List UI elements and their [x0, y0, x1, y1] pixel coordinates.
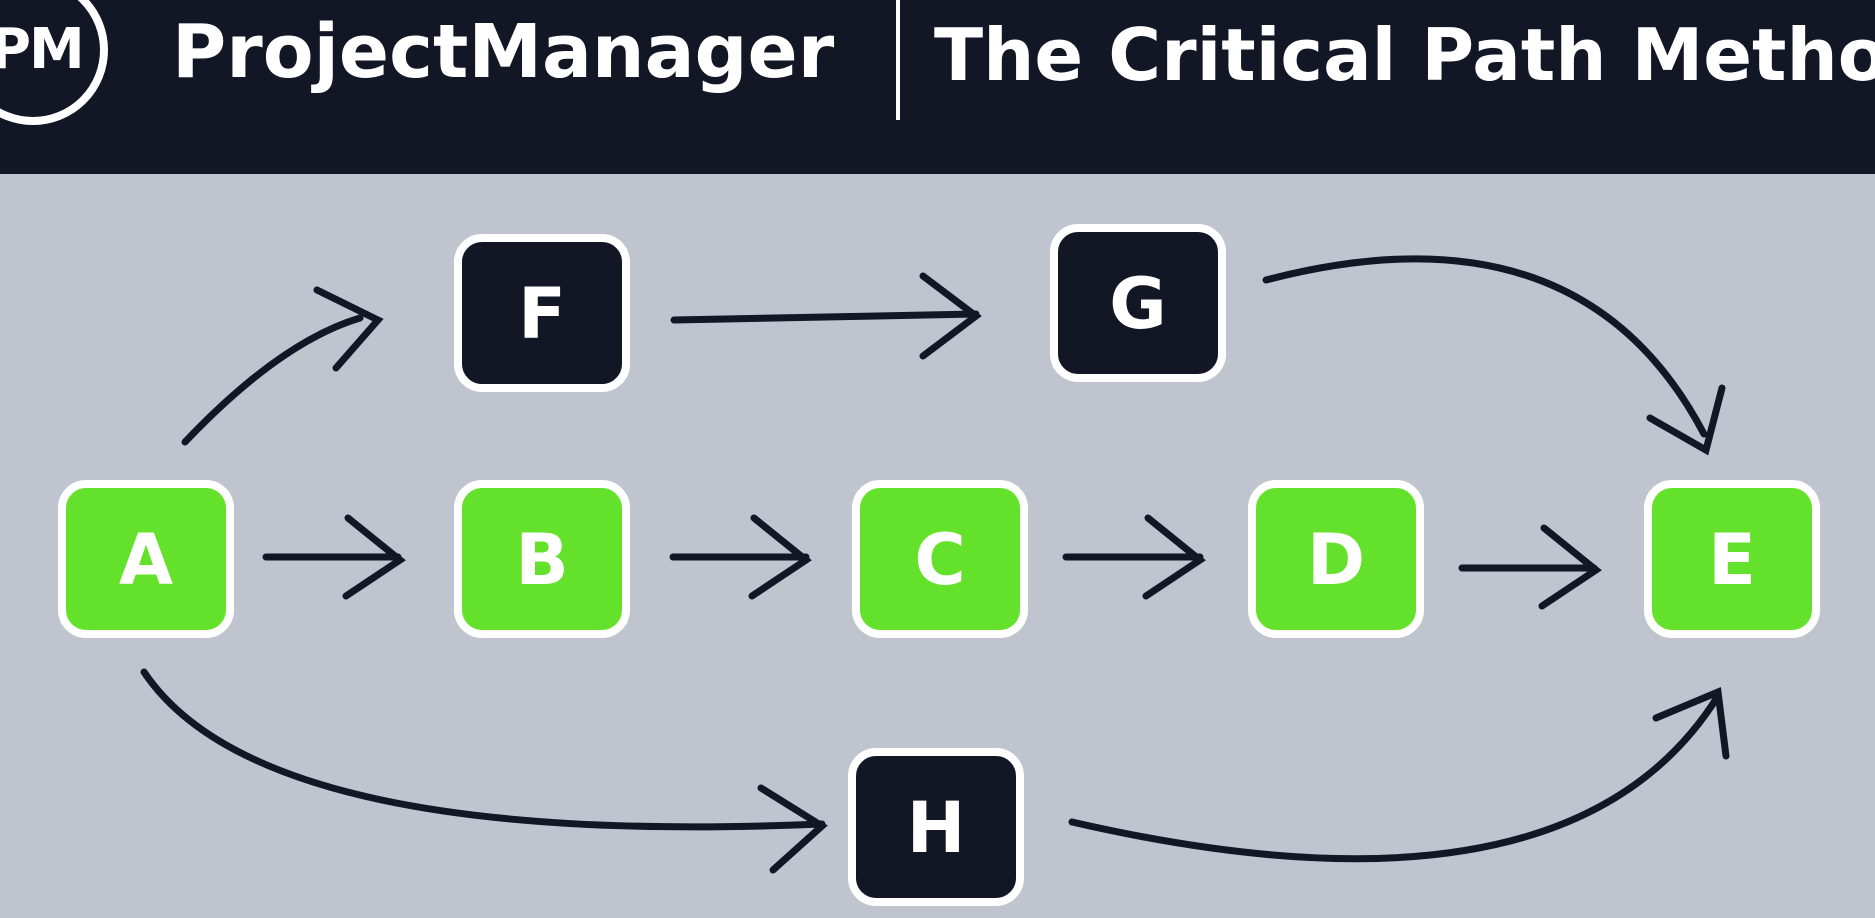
node-g: G	[1050, 224, 1226, 382]
node-c: C	[852, 480, 1028, 638]
edge-h-to-e	[1068, 692, 1722, 863]
node-b-label: B	[515, 519, 568, 601]
node-f: F	[454, 234, 630, 392]
edge-g-to-e	[1262, 255, 1708, 438]
node-c-box	[852, 480, 1028, 638]
node-e-label: E	[1708, 519, 1756, 601]
edge-a-to-h-arrowhead	[757, 784, 828, 874]
nodes-layer: A B C D E F G H	[58, 224, 1820, 906]
logo-ring	[0, 0, 108, 125]
node-d-label: D	[1307, 519, 1365, 601]
edge-d-to-e-arrowhead	[1538, 524, 1602, 610]
node-f-box	[454, 234, 630, 392]
edges-layer	[140, 255, 1730, 874]
edge-a-to-f	[181, 314, 364, 446]
edge-g-to-e-arrowhead	[1646, 384, 1726, 456]
node-a-box	[58, 480, 234, 638]
edge-c-to-d-arrowhead	[1142, 514, 1206, 600]
node-c-label: C	[914, 519, 965, 601]
node-h-box	[848, 748, 1024, 906]
edge-f-to-g	[670, 310, 980, 324]
edge-f-to-g-arrowhead	[919, 272, 982, 360]
node-g-label: G	[1109, 263, 1166, 345]
node-b-box	[454, 480, 630, 638]
node-d: D	[1248, 480, 1424, 638]
node-h: H	[848, 748, 1024, 906]
edge-a-to-b-arrowhead	[342, 514, 406, 600]
node-e-box	[1644, 480, 1820, 638]
edge-h-to-e-arrowhead	[1652, 686, 1730, 760]
node-h-label: H	[907, 787, 966, 869]
edge-a-to-h	[140, 668, 826, 831]
node-e: E	[1644, 480, 1820, 638]
header-bar: PM ProjectManager The Critical Path Meth…	[0, 0, 1875, 174]
node-a: A	[58, 480, 234, 638]
page-title: The Critical Path Method	[934, 13, 1875, 97]
node-g-box	[1050, 224, 1226, 382]
edge-a-to-f-arrowhead	[313, 286, 384, 372]
node-a-label: A	[119, 519, 173, 601]
brand-name: ProjectManager	[172, 9, 835, 95]
node-b: B	[454, 480, 630, 638]
edge-b-to-c-arrowhead	[748, 514, 812, 600]
header-divider	[896, 0, 900, 120]
node-f-label: F	[518, 273, 566, 355]
logo-text: PM	[0, 17, 85, 82]
node-d-box	[1248, 480, 1424, 638]
